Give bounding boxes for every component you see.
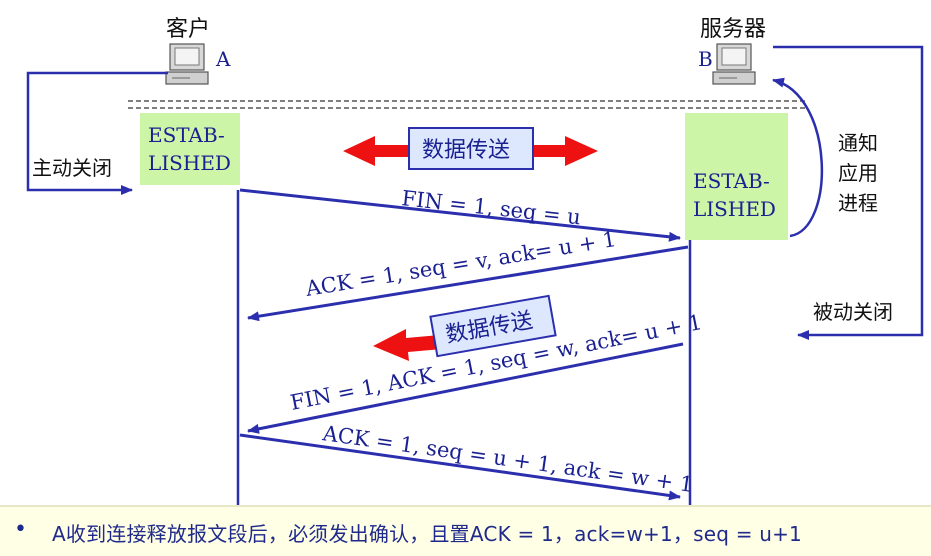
client-state-box: [140, 113, 240, 185]
message-fin-ack-arrow: [247, 342, 684, 434]
client-label: 客户: [166, 17, 210, 42]
server-state-line2: LISHED: [693, 197, 776, 221]
passive-close-label: 被动关闭: [813, 300, 893, 324]
client-letter: A: [215, 47, 231, 71]
client-state-line1: ESTAB-: [148, 123, 225, 147]
server-label: 服务器: [700, 17, 766, 42]
message-final-ack-label: ACK = 1, seq = u + 1, ack = w + 1: [320, 421, 694, 497]
server-state-line1: ESTAB-: [693, 169, 770, 193]
passive-close-arrow: [773, 45, 924, 340]
client-state-line2: LISHED: [148, 151, 231, 175]
server-state-box: [685, 113, 788, 240]
separator-dashed-lines: [128, 100, 805, 109]
notify-app-line3: 进程: [838, 191, 878, 215]
message-fin-label: FIN = 1, seq = u: [400, 186, 582, 229]
footnote-bar: • A收到连接释放报文段后，必须发出确认，且置ACK = 1，ack=w+1，s…: [0, 505, 931, 556]
notify-app-line1: 通知: [838, 131, 878, 155]
server-computer-icon: [712, 43, 756, 85]
notify-app-line2: 应用: [838, 161, 878, 185]
message-fin-arrow: [239, 188, 681, 242]
data-transfer-label-box-2: [429, 294, 557, 358]
notify-app-arrow: [772, 77, 824, 238]
message-final-ack-arrow: [239, 433, 681, 501]
message-ack-label: ACK = 1, seq = v, ack= u + 1: [303, 227, 618, 301]
data-transfer-left-arrow: [373, 329, 442, 361]
server-letter: B: [698, 47, 713, 71]
active-close-arrow: [26, 71, 168, 195]
bullet-point: •: [14, 517, 27, 542]
active-close-label: 主动关闭: [32, 156, 112, 180]
client-computer-icon: [165, 43, 209, 85]
message-ack-arrow: [247, 245, 689, 322]
data-transfer-label-box: [408, 127, 534, 170]
footnote-text: A收到连接释放报文段后，必须发出确认，且置ACK = 1，ack=w+1，seq…: [52, 522, 802, 546]
data-transfer-label-top: 数据传送: [422, 138, 510, 163]
